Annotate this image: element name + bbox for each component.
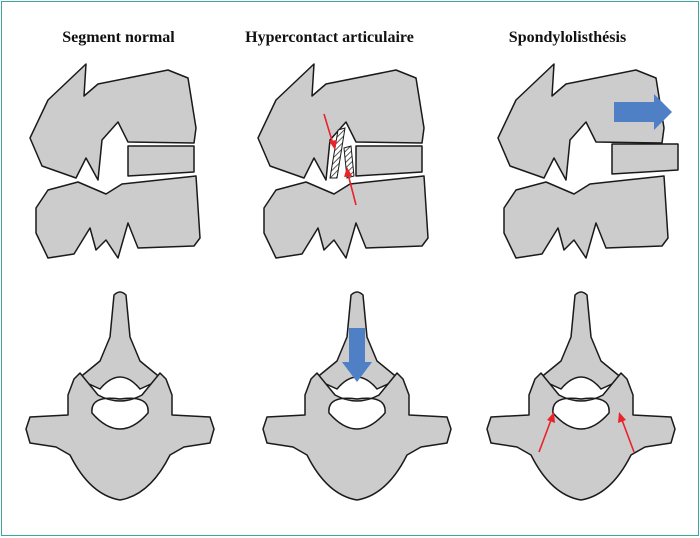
lateral-view-normal xyxy=(29,63,201,259)
slip-arrow-blue xyxy=(614,94,672,130)
axial-view-spondylolisthesis xyxy=(486,291,676,501)
lateral-view-spondylolisthesis xyxy=(497,63,679,259)
axial-view-normal xyxy=(25,291,215,501)
compression-arrow-blue xyxy=(342,328,372,382)
title-spondylolisthesis: Spondylolisthésis xyxy=(508,29,627,46)
pars-defect-arrow-right xyxy=(618,412,635,453)
pars-defect-arrow-left xyxy=(538,412,555,453)
force-arrow-down xyxy=(323,113,337,150)
title-hypercontact: Hypercontact articulaire xyxy=(245,29,414,46)
facet-contact-zone-upper xyxy=(329,127,346,179)
axial-view-hypercontact xyxy=(262,291,452,501)
lateral-view-hypercontact xyxy=(257,63,429,259)
title-segment-normal: Segment normal xyxy=(62,29,175,46)
force-arrow-up xyxy=(344,167,357,206)
